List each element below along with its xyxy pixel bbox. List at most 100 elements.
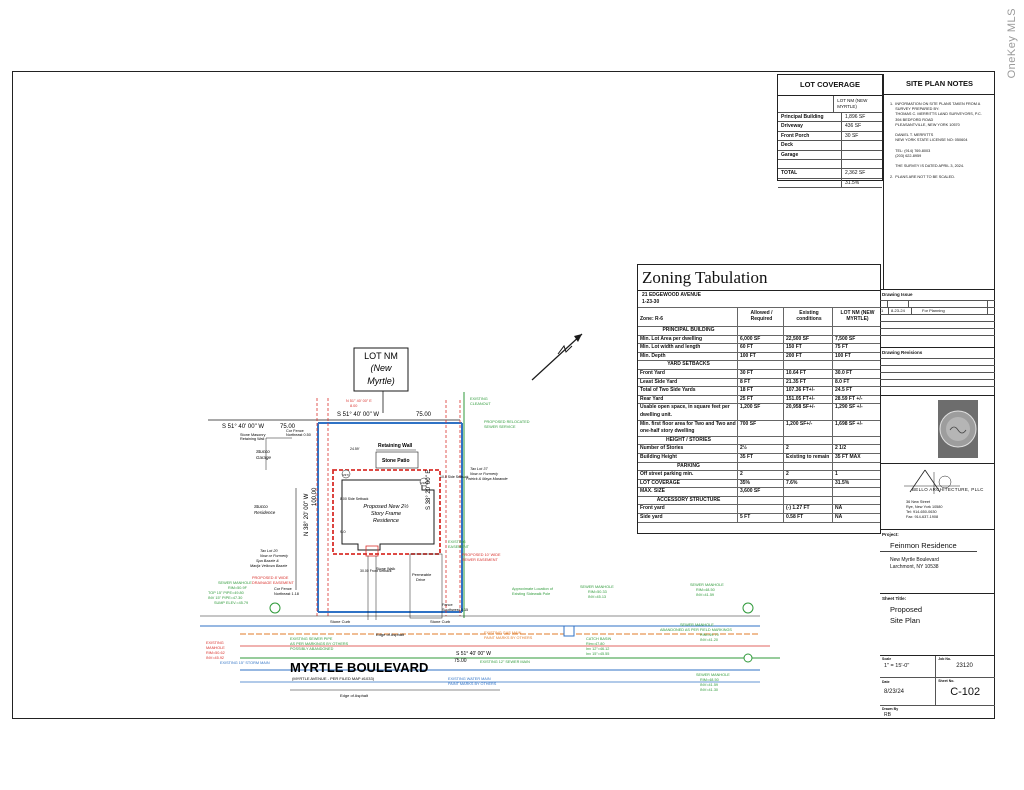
stucco-residence-1: Stucco bbox=[254, 504, 268, 509]
zoning-cell: 18 FT bbox=[738, 387, 784, 395]
sheet-title-line: Site Plan bbox=[890, 616, 921, 625]
zoning-cell: NA bbox=[835, 505, 843, 512]
side-left-bearing: N 38° 20' 00" W bbox=[304, 493, 310, 536]
ab-manhole-3: RIM=49.70 bbox=[700, 633, 719, 637]
zoning-cell: 2½ bbox=[738, 445, 784, 453]
site-plan-notes-text: 1. INFORMATION ON SITE PLANS TAKEN FROM … bbox=[884, 95, 995, 180]
zoning-cell: 100 FT bbox=[835, 352, 851, 359]
zoning-cell bbox=[738, 505, 784, 514]
seal-block bbox=[880, 395, 995, 463]
sm-low-4: INV=41.30 bbox=[700, 688, 718, 692]
lot-coverage-label: Principal Building bbox=[778, 113, 842, 122]
zoning-cell: 60 FT bbox=[738, 344, 784, 352]
sm-left-2: RIM=50.9F bbox=[228, 586, 248, 590]
drawing-revisions-label: Drawing Revisions bbox=[882, 350, 923, 355]
catch-basin-2: Rim=47.80 bbox=[586, 642, 604, 646]
zoning-section-title: PARKING bbox=[638, 462, 738, 471]
architect-seal bbox=[938, 400, 978, 458]
bearing-top-left: S 51° 40' 00" W bbox=[222, 424, 264, 430]
sm-low-2: RIM=48.50 bbox=[700, 678, 719, 682]
approx-1: Approximate Location of bbox=[512, 587, 554, 591]
watermark: OneKey MLS bbox=[1006, 8, 1018, 79]
dim-24: 24.59' bbox=[350, 447, 360, 451]
sewer-manhole-left-icon bbox=[269, 602, 281, 614]
date-value: 8/23/24 bbox=[884, 689, 905, 695]
zoning-section-title: HEIGHT / STORIES bbox=[638, 436, 738, 445]
zoning-header-row: Zone: R-6 Allowed / Required Existing co… bbox=[638, 308, 880, 327]
zoning-cell: 8.0 FT bbox=[835, 378, 850, 385]
lot-coverage-label bbox=[778, 178, 842, 188]
ab-manhole-4: INV=41.20 bbox=[700, 638, 718, 642]
site-plan-drawing: LOT NM (New Myrtle) S 51° 40' 00" W 75.0… bbox=[200, 347, 780, 698]
zoning-cell: 1 bbox=[835, 471, 838, 478]
building-envelope bbox=[332, 469, 441, 555]
stone-masonry-1: Stone Masonry bbox=[240, 433, 266, 437]
zoning-title: Zoning Tabulation bbox=[638, 265, 880, 291]
zoning-cell: 6,000 SF bbox=[738, 335, 784, 344]
catch-basin-icon bbox=[563, 625, 575, 637]
sheet-no-label: Sheet No. bbox=[938, 679, 955, 683]
zoning-cell: 30 FT bbox=[738, 369, 784, 378]
cor-fence-b2: Northeast 1.18 bbox=[274, 592, 299, 596]
lot-coverage-value: 2,362 SF bbox=[845, 170, 866, 177]
sm-far-2: RIM=48.50 bbox=[696, 588, 715, 592]
zoning-cell: (-) 1.27 FT bbox=[784, 505, 833, 514]
ex-sewer-pipe-1: EXISTING SEWER PIPE bbox=[290, 637, 333, 641]
lot-coverage-row: 31.5% bbox=[778, 178, 882, 189]
firm-logo-icon bbox=[904, 469, 960, 494]
note-line: NEW YORK STATE LICENSE NO: 050604 bbox=[890, 138, 968, 143]
neighbor-right-3: Patrick & Maya Marande bbox=[466, 477, 508, 481]
note-line: THE SURVEY IS DATED APRIL 3, 2024. bbox=[890, 164, 965, 169]
zoning-cell: 1,200 SF+/- bbox=[784, 420, 833, 436]
ex-manhole-4: INV=45.92 bbox=[206, 656, 224, 660]
zoning-row: Usable open space, in square feet per dw… bbox=[638, 404, 880, 421]
note-line: 394 BEDFORD ROAD bbox=[890, 117, 934, 122]
zoning-cell: Min. Depth bbox=[638, 352, 738, 361]
proposed-sewer-2: SEWER SERVICE bbox=[484, 425, 516, 429]
stone-curb-1: Stone Curb bbox=[330, 619, 351, 624]
zoning-cell: MAX. SIZE bbox=[638, 488, 738, 496]
sm-low-1: SEWER MANHOLE bbox=[696, 673, 730, 677]
note-line: (203) 622-8959 bbox=[890, 154, 922, 158]
zoning-cell: Front yard bbox=[638, 505, 738, 514]
ex-sewer-pipe-2: AS PER MARKINGS BY OTHERS bbox=[290, 642, 349, 646]
zoning-cell: Side yard bbox=[638, 514, 738, 522]
zoning-cell: Usable open space, in square feet per dw… bbox=[638, 404, 738, 420]
lot-coverage-label: Garage bbox=[778, 150, 842, 159]
lot-coverage-column-header: LOT NM (NEW MYRTLE) bbox=[837, 98, 868, 109]
bearing-top-center: S 51° 40' 00" W bbox=[337, 412, 379, 418]
note-line: SURVEY PREPARED BY: bbox=[890, 107, 940, 112]
zoning-tabulation: Zoning Tabulation 21 EDGEWOOD AVENUE 1-2… bbox=[637, 264, 881, 534]
lot-coverage-label bbox=[778, 159, 842, 169]
ex-manhole-2: MANHOLE bbox=[206, 646, 225, 650]
sm-low-3: INV=41.59 bbox=[700, 683, 718, 687]
neighbor-left-2: Now or Formerly bbox=[260, 554, 289, 558]
zoning-cell: 100 FT bbox=[738, 352, 784, 361]
dim-9: 9.0 bbox=[340, 529, 346, 534]
neighbor-left-3: Spa Bazzie & bbox=[256, 559, 279, 563]
zoning-section-title: ACCESSORY STRUCTURE bbox=[638, 496, 738, 505]
side-left-dist: 100.00 bbox=[312, 487, 318, 506]
zoning-cell: 151.05 FT+/- bbox=[784, 395, 833, 404]
zoning-cell: 21.35 FT bbox=[784, 378, 833, 387]
lot-coverage-value bbox=[842, 151, 845, 159]
zoning-cell: 200 FT bbox=[784, 352, 833, 361]
sm-far-1: SEWER MANHOLE bbox=[690, 583, 724, 587]
zoning-header-lot: LOT NM (NEW MYRTLE) bbox=[840, 310, 875, 322]
note-line: 2. PLANS ARE NOT TO BE SCALED. bbox=[890, 174, 955, 179]
zoning-section-title: PRINCIPAL BUILDING bbox=[638, 327, 738, 335]
